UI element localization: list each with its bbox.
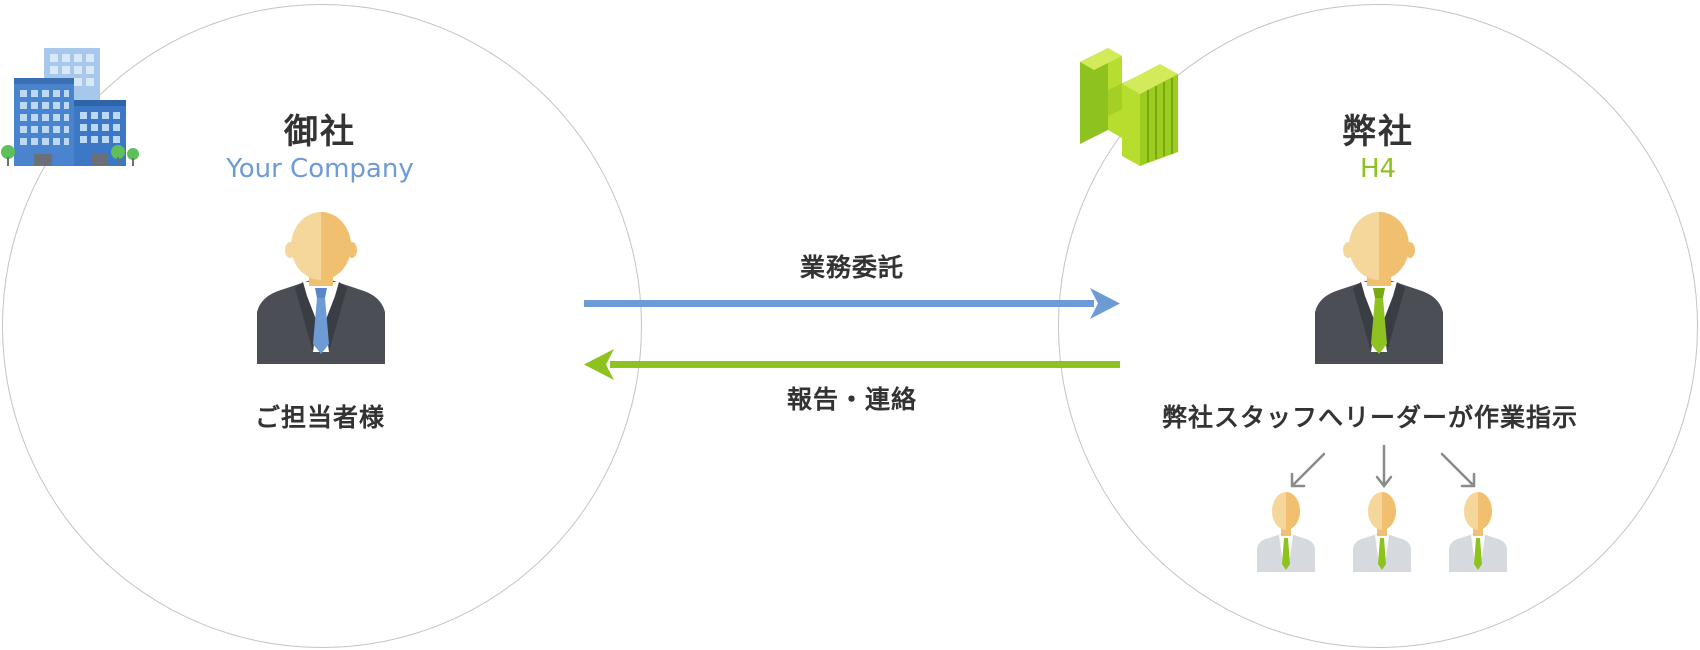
provider-subtitle: H4: [1359, 154, 1397, 184]
request-label: 業務委託: [799, 253, 904, 282]
office-buildings-icon: [1, 48, 139, 166]
report-label: 報告・連絡: [786, 385, 917, 414]
request-arrow: [584, 288, 1120, 319]
h4-logo-icon: [1080, 48, 1178, 166]
client-person-label: ご担当者様: [254, 403, 385, 432]
client-title: 御社: [284, 112, 356, 152]
client-circle: [2, 4, 642, 648]
delegation-arrows: [1290, 444, 1476, 489]
provider-title: 弊社: [1342, 112, 1414, 152]
client-subtitle: Your Company: [226, 154, 414, 184]
staff-member-icon: [1449, 492, 1507, 572]
provider-circle: [1058, 4, 1698, 648]
provider-leader-label: 弊社スタッフへリーダーが作業指示: [1161, 403, 1578, 432]
leader-businessman-icon: [1315, 212, 1443, 364]
businessman-icon: [257, 212, 385, 364]
report-arrow: [584, 349, 1120, 380]
staff-member-icon: [1257, 492, 1315, 572]
staff-member-icon: [1353, 492, 1411, 572]
